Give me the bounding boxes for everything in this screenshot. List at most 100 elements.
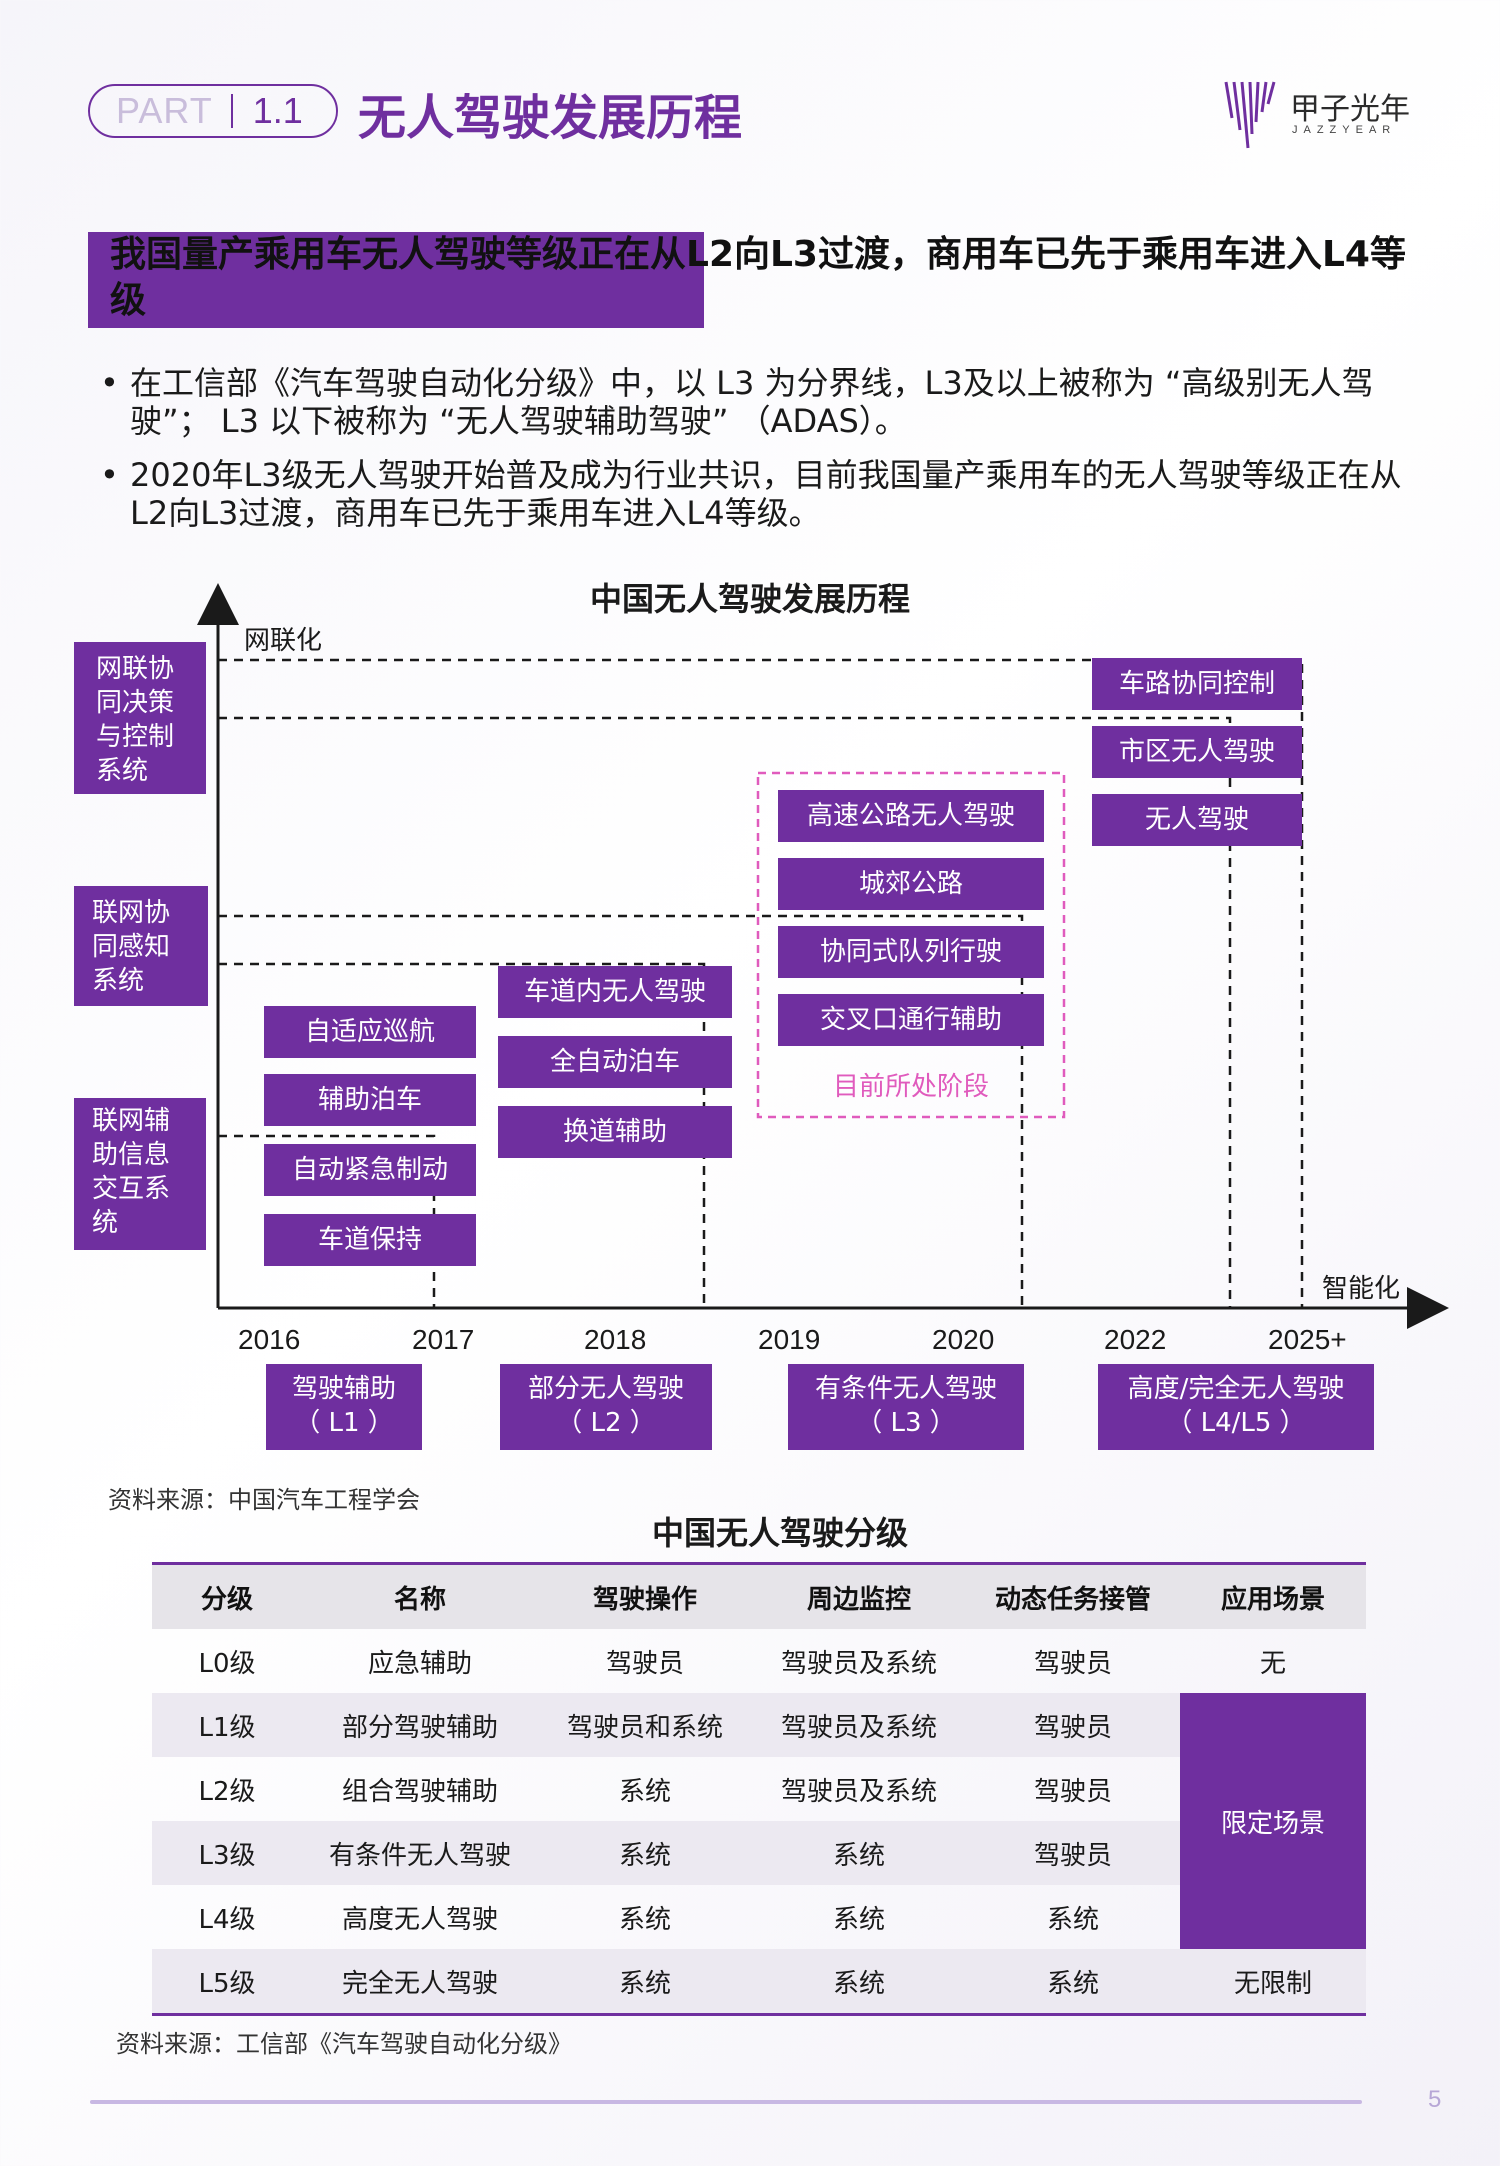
table-cell: 系统 [618, 1776, 671, 1807]
page-number: 5 [1428, 2086, 1442, 2113]
table-cell: 驾驶员 [1033, 1648, 1112, 1679]
logo-text-cn: 甲子光年 [1290, 92, 1410, 127]
stage-l2: 部分无人驾驶 （ L2 ） [500, 1364, 712, 1450]
feature-highway-driving: 高速公路无人驾驶 [778, 790, 1044, 842]
side-label-coop-control: 网联协同决策与控制系统 [74, 642, 206, 794]
table-cell: L4级 [198, 1904, 256, 1935]
table-cell: 驾驶员 [1033, 1776, 1112, 1807]
l1-threshold-line [218, 1134, 436, 1308]
table-header-row: 分级 名称 驾驶操作 周边监控 动态任务接管 应用场景 [152, 1562, 1366, 1629]
stage-name: 驾驶辅助 [291, 1374, 396, 1404]
table-row: L5级 完全无人驾驶 系统 系统 系统 无限制 [152, 1949, 1366, 2016]
table-cell: 驾驶员 [966, 1693, 1180, 1757]
stage-l1: 驾驶辅助 （ L1 ） [266, 1364, 422, 1450]
levels-table: 分级 名称 驾驶操作 周边监控 动态任务接管 应用场景 L0级 应急辅助 驾驶员… [152, 1562, 1366, 2016]
feature-in-lane-driving: 车道内无人驾驶 [498, 966, 732, 1018]
headline: 我国量产乘用车无人驾驶等级正在从L2向L3过渡，商用车已先于乘用车进入L4等级 [110, 234, 1406, 321]
headline-accent-bar [88, 232, 704, 328]
table-row: L2级 组合驾驶辅助 系统 驾驶员及系统 驾驶员 [152, 1757, 1366, 1821]
table-cell: 系统 [752, 1949, 966, 2016]
feature-driverless: 无人驾驶 [1092, 794, 1302, 846]
side-label-coop-perception: 联网协同感知系统 [74, 886, 208, 1006]
l2-threshold-line [218, 962, 706, 1308]
column-header: 分级 [152, 1562, 302, 1629]
table-row: L0级 应急辅助 驾驶员 驾驶员及系统 驾驶员 无 [152, 1629, 1366, 1693]
table-cell: L3级 [152, 1821, 302, 1885]
bullet-item: 2020年L3级无人驾驶开始普及成为行业共识，目前我国量产乘用车的无人驾驶等级正… [96, 456, 1416, 532]
part-divider [230, 94, 233, 128]
stage-level: （ L3 ） [856, 1408, 956, 1438]
table-cell: 应急辅助 [367, 1648, 472, 1679]
page-title: 无人驾驶发展历程 [358, 90, 743, 146]
footer-divider [90, 2100, 1362, 2104]
table-cell: L0级 [198, 1648, 256, 1679]
chart-source: 资料来源：中国汽车工程学会 [108, 1486, 420, 1514]
table-row: L3级 有条件无人驾驶 系统 系统 驾驶员 [152, 1821, 1366, 1885]
table-cell: L2级 [198, 1776, 256, 1807]
part-badge: PART 1.1 [88, 84, 338, 138]
year-label: 2019 [758, 1324, 821, 1355]
table-cell: 系统 [832, 1904, 885, 1935]
table-cell: 完全无人驾驶 [302, 1949, 538, 2016]
l3-threshold-line [218, 914, 1024, 1308]
year-label: 2022 [1104, 1324, 1167, 1355]
table-cell: 高度无人驾驶 [341, 1904, 498, 1935]
logo-text-en: JAZZYEAR [1292, 124, 1397, 136]
feature-park-assist: 辅助泊车 [264, 1074, 476, 1126]
merged-scene-cell: 限定场景 [1180, 1693, 1366, 1949]
x-axis-label: 智能化 [1322, 1274, 1401, 1304]
feature-vehicle-road-control: 车路协同控制 [1092, 658, 1302, 710]
stage-name: 有条件无人驾驶 [814, 1374, 997, 1404]
feature-emergency-braking: 自动紧急制动 [264, 1144, 476, 1196]
column-header: 名称 [302, 1562, 538, 1629]
feature-lane-change-assist: 换道辅助 [498, 1106, 732, 1158]
bullet-item: 在工信部《汽车驾驶自动化分级》中，以 L3 为分界线，L3及以上被称为 “高级别… [96, 364, 1416, 440]
table-cell: 驾驶员及系统 [780, 1648, 937, 1679]
bullet-list: 在工信部《汽车驾驶自动化分级》中，以 L3 为分界线，L3及以上被称为 “高级别… [96, 364, 1416, 548]
stage-name: 高度/完全无人驾驶 [1127, 1374, 1345, 1404]
table-cell: L5级 [152, 1949, 302, 2016]
stage-level: （ L2 ） [556, 1408, 656, 1438]
year-label: 2020 [932, 1324, 995, 1355]
feature-intersection-assist: 交叉口通行辅助 [778, 994, 1044, 1046]
headline-bar-edge [88, 232, 96, 328]
l4-threshold-line [218, 716, 1232, 1308]
feature-adaptive-cruise: 自适应巡航 [264, 1006, 476, 1058]
table-cell: 组合驾驶辅助 [341, 1776, 498, 1807]
feature-lane-keeping: 车道保持 [264, 1214, 476, 1266]
table-cell: 驾驶员 [966, 1821, 1180, 1885]
table-cell: 有条件无人驾驶 [302, 1821, 538, 1885]
column-header: 动态任务接管 [966, 1562, 1180, 1629]
table-cell: 系统 [1046, 1904, 1099, 1935]
column-header: 驾驶操作 [538, 1562, 752, 1629]
table-cell: 系统 [966, 1949, 1180, 2016]
year-label: 2025+ [1268, 1324, 1347, 1355]
logo-mark-icon [1224, 81, 1276, 149]
table-title: 中国无人驾驶分级 [651, 1514, 908, 1552]
feature-suburban-road: 城郊公路 [778, 858, 1044, 910]
table-cell: 驾驶员和系统 [538, 1693, 752, 1757]
table-row: L4级 高度无人驾驶 系统 系统 系统 [152, 1885, 1366, 1949]
table-cell: 驾驶员 [605, 1648, 684, 1679]
chart-title: 中国无人驾驶发展历程 [589, 580, 910, 618]
year-label: 2016 [238, 1324, 301, 1355]
column-header: 应用场景 [1180, 1562, 1366, 1629]
table-cell: L1级 [152, 1693, 302, 1757]
part-number: 1.1 [252, 90, 303, 131]
table-cell: 系统 [752, 1821, 966, 1885]
feature-auto-parking: 全自动泊车 [498, 1036, 732, 1088]
stage-l4-l5: 高度/完全无人驾驶 （ L4/L5 ） [1098, 1364, 1374, 1450]
year-label: 2017 [412, 1324, 475, 1355]
current-stage-label: 目前所处阶段 [832, 1072, 989, 1102]
table-cell: 系统 [538, 1949, 752, 2016]
table-cell: 系统 [538, 1821, 752, 1885]
table-cell: 无 [1259, 1648, 1286, 1679]
feature-urban-driving: 市区无人驾驶 [1092, 726, 1302, 778]
y-axis-label: 网联化 [244, 626, 323, 656]
year-label: 2018 [584, 1324, 647, 1355]
part-word: PART [116, 90, 213, 131]
side-label-info-interaction: 联网辅助信息交互系统 [74, 1098, 206, 1250]
stage-level: （ L4/L5 ） [1166, 1408, 1306, 1438]
stage-level: （ L1 ） [294, 1408, 394, 1438]
